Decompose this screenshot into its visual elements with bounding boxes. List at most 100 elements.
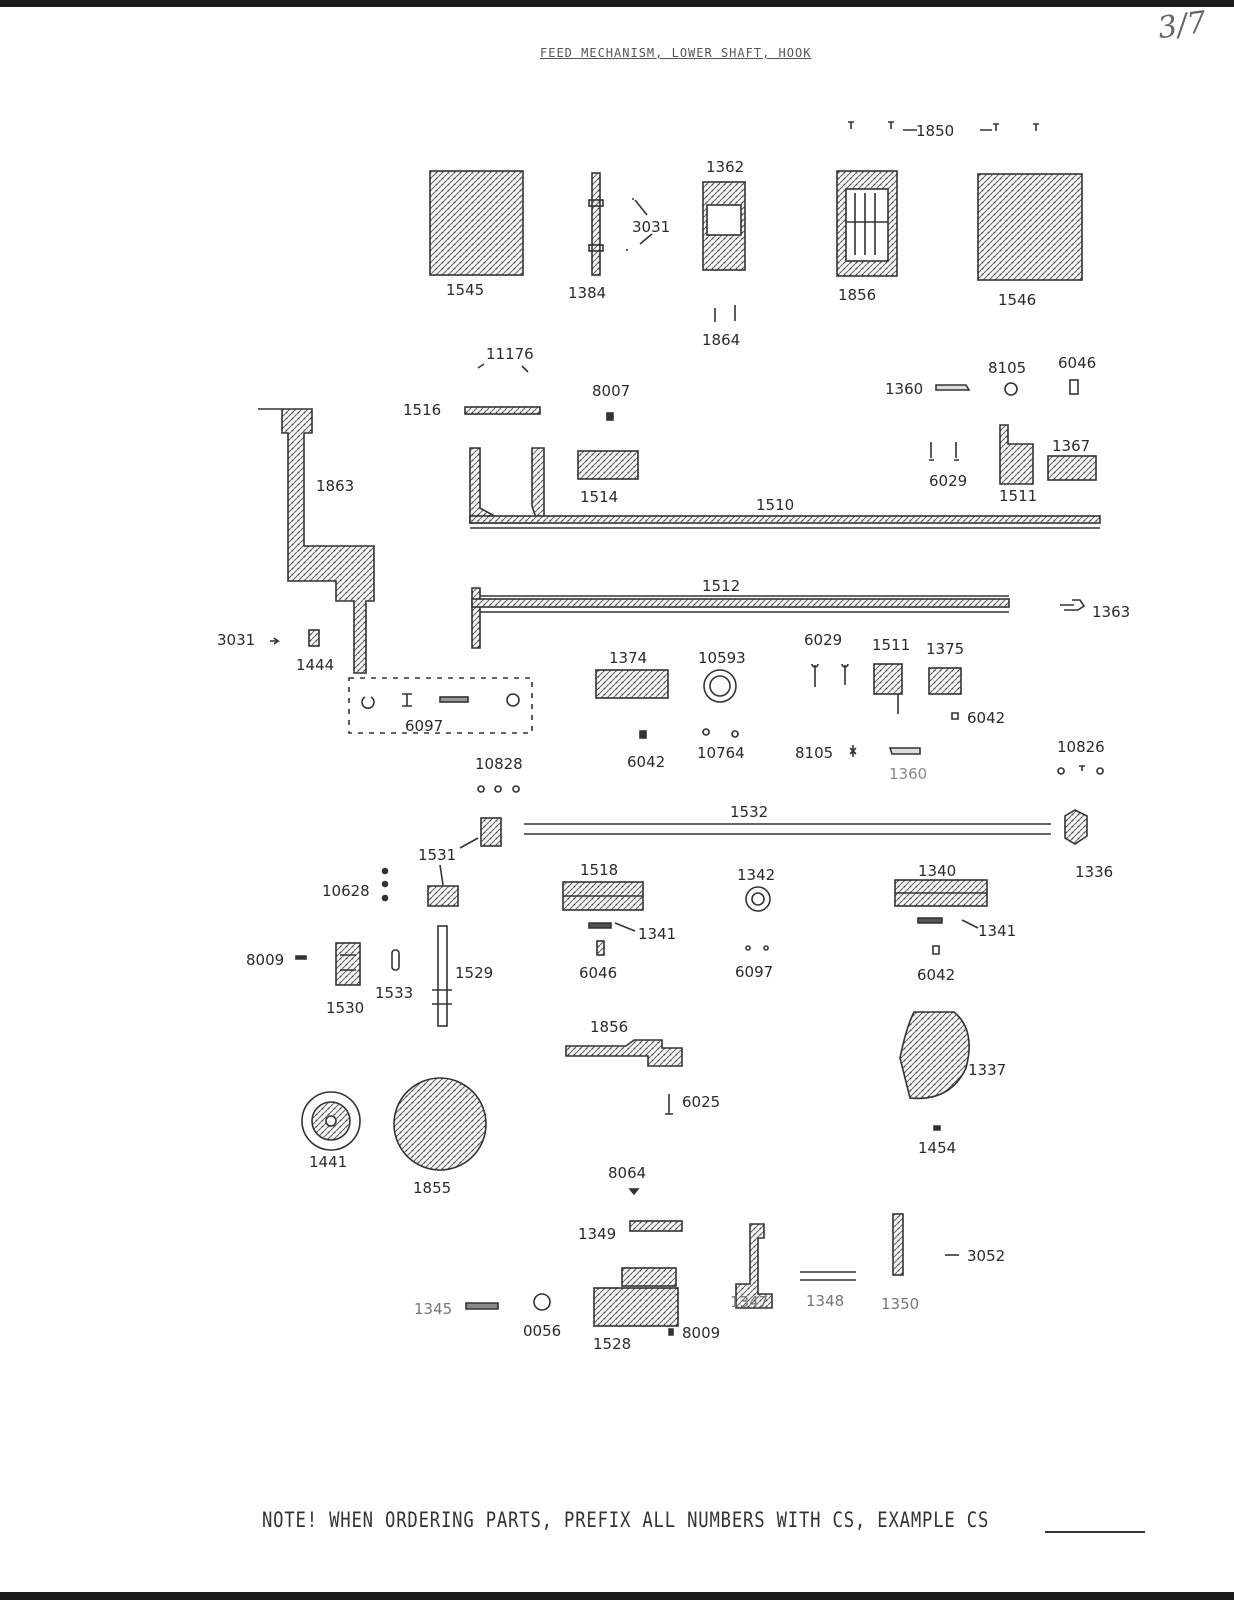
ordering-note-blank	[1045, 1531, 1145, 1533]
part-10826-dots	[1057, 765, 1104, 775]
label-1545: 1545	[446, 281, 484, 299]
part-1349	[629, 1220, 683, 1232]
label-10628: 10628	[322, 882, 370, 900]
part-1340	[894, 879, 988, 907]
ordering-note: NOTE! WHEN ORDERING PARTS, PREFIX ALL NU…	[262, 1508, 990, 1532]
part-1341-right	[917, 917, 979, 929]
part-1546	[977, 173, 1083, 281]
part-6097-pair	[745, 945, 769, 951]
leader-1531	[459, 837, 479, 849]
part-1511-mid	[873, 663, 903, 714]
label-3052: 3052	[967, 1247, 1005, 1265]
part-6029-mid	[811, 663, 849, 687]
part-3031-leaders	[626, 198, 653, 251]
part-1856-lower	[565, 1039, 683, 1067]
part-1342	[745, 886, 771, 912]
label-1856a: 1856	[838, 286, 876, 304]
part-1510	[469, 447, 1101, 529]
part-1855	[393, 1077, 487, 1171]
label-10593: 10593	[698, 649, 746, 667]
part-1856-frame	[836, 170, 898, 277]
part-1864	[714, 305, 736, 322]
label-1345: 1345	[414, 1300, 452, 1318]
label-1342: 1342	[737, 866, 775, 884]
part-1375	[928, 667, 962, 695]
label-1444: 1444	[296, 656, 334, 674]
part-10764	[702, 728, 739, 738]
label-1441: 1441	[309, 1153, 347, 1171]
part-1384	[588, 172, 604, 276]
part-1360-top	[935, 384, 971, 391]
label-1855: 1855	[413, 1179, 451, 1197]
label-6029b: 6029	[804, 631, 842, 649]
part-1362	[702, 181, 746, 271]
part-10628-dots	[381, 867, 389, 902]
part-1444	[308, 629, 320, 647]
part-1348	[800, 1271, 856, 1281]
label-1337: 1337	[968, 1061, 1006, 1079]
label-10764: 10764	[697, 744, 745, 762]
label-1516: 1516	[403, 401, 441, 419]
label-1511b: 1511	[872, 636, 910, 654]
part-1518	[562, 881, 644, 911]
label-1367: 1367	[1052, 437, 1090, 455]
label-1360a: 1360	[885, 380, 923, 398]
part-1530	[335, 942, 361, 986]
label-1530: 1530	[326, 999, 364, 1017]
label-8064: 8064	[608, 1164, 646, 1182]
label-1863: 1863	[316, 477, 354, 495]
part-1511-top	[999, 424, 1034, 485]
part-1341-left	[588, 922, 636, 932]
label-1349: 1349	[578, 1225, 616, 1243]
label-1384: 1384	[568, 284, 606, 302]
part-1532	[480, 809, 1088, 847]
part-1374	[595, 669, 669, 699]
part-6029-top	[929, 442, 959, 461]
label-1362: 1362	[706, 158, 744, 176]
part-6042-mid	[639, 730, 647, 739]
label-1528: 1528	[593, 1335, 631, 1353]
label-6046b: 6046	[579, 964, 617, 982]
part-1528	[593, 1267, 679, 1327]
part-6042-low	[932, 945, 940, 955]
part-8064	[628, 1188, 640, 1196]
part-11176	[477, 363, 529, 373]
label-3031a: 3031	[632, 218, 670, 236]
part-1347	[735, 1223, 773, 1309]
part-1545	[429, 170, 524, 276]
label-8105b: 8105	[795, 744, 833, 762]
label-1348: 1348	[806, 1292, 844, 1310]
part-1514	[577, 450, 639, 480]
label-1340: 1340	[918, 862, 956, 880]
label-0056: 0056	[523, 1322, 561, 1340]
label-1518: 1518	[580, 861, 618, 879]
label-1341a: 1341	[638, 925, 676, 943]
label-1532: 1532	[730, 803, 768, 821]
part-1367	[1047, 455, 1097, 481]
label-8105a: 8105	[988, 359, 1026, 377]
part-8009-left	[295, 955, 307, 960]
part-1363	[1060, 599, 1086, 611]
label-10828a: 10828	[475, 755, 523, 773]
label-6097a: 6097	[405, 717, 443, 735]
label-11176: 11176	[486, 345, 534, 363]
part-8009-low	[668, 1328, 674, 1336]
part-10828-dots	[477, 785, 520, 793]
label-3031b: 3031	[217, 631, 255, 649]
label-1529: 1529	[455, 964, 493, 982]
label-6042c: 6042	[917, 966, 955, 984]
part-6046-mid	[596, 940, 605, 956]
label-1363: 1363	[1092, 603, 1130, 621]
label-1531: 1531	[418, 846, 456, 864]
label-1864: 1864	[702, 331, 740, 349]
label-1454: 1454	[918, 1139, 956, 1157]
part-1441	[301, 1091, 361, 1151]
label-1360b: 1360	[889, 765, 927, 783]
part-1863	[258, 408, 375, 674]
label-1510: 1510	[756, 496, 794, 514]
part-1529	[432, 925, 452, 1027]
label-1375: 1375	[926, 640, 964, 658]
page-title: FEED MECHANISM, LOWER SHAFT, HOOK	[540, 46, 812, 60]
part-6097-kit	[348, 677, 533, 734]
scan-bottom-border	[0, 1592, 1234, 1600]
